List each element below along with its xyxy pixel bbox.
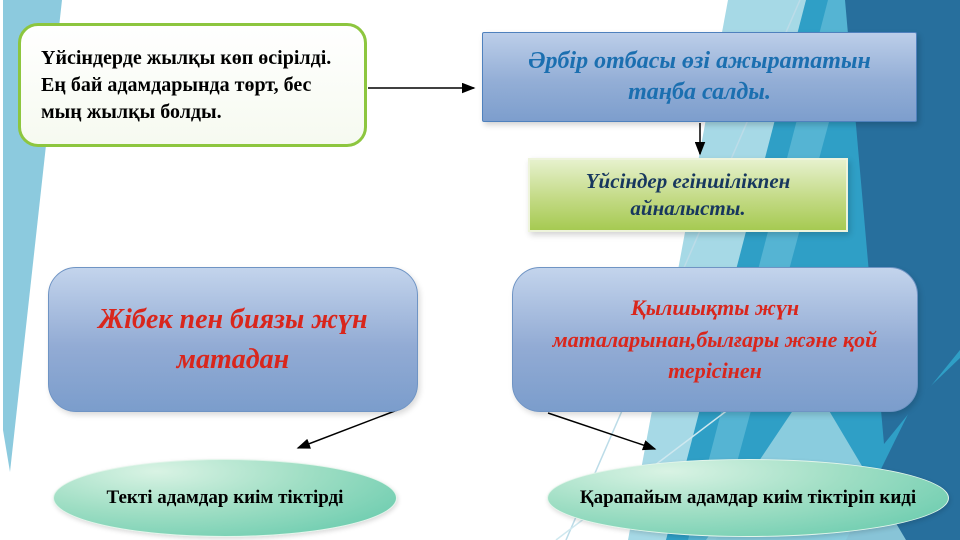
wool-box: Қылшықты жүн маталарынан,былғары және қо… (512, 267, 918, 412)
wool-text: Қылшықты жүн маталарынан,былғары және қо… (552, 294, 878, 384)
farming-text: Үйсіндер егіншілікпен айналысты. (585, 168, 791, 220)
silk-box: Жібек пен биязы жүн матадан (48, 267, 418, 412)
nobles-text: Текті адамдар киім тіктірді (106, 487, 344, 509)
nobles-ellipse: Текті адамдар киім тіктірді (53, 459, 397, 537)
commoners-text: Қарапайым адамдар киім тіктіріп киді (579, 487, 917, 509)
fact-box: Үйсіндерде жылқы көп өсірілді. Ең бай ад… (18, 23, 367, 147)
tamga-text: Әрбір отбасы өзі ажырататын таңба салды. (528, 47, 871, 105)
silk-text: Жібек пен биязы жүн матадан (98, 304, 368, 375)
fact-text: Үйсіндерде жылқы көп өсірілді. Ең бай ад… (41, 46, 332, 123)
farming-box: Үйсіндер егіншілікпен айналысты. (528, 158, 848, 232)
commoners-ellipse: Қарапайым адамдар киім тіктіріп киді (547, 459, 949, 537)
tamga-box: Әрбір отбасы өзі ажырататын таңба салды. (482, 32, 917, 122)
